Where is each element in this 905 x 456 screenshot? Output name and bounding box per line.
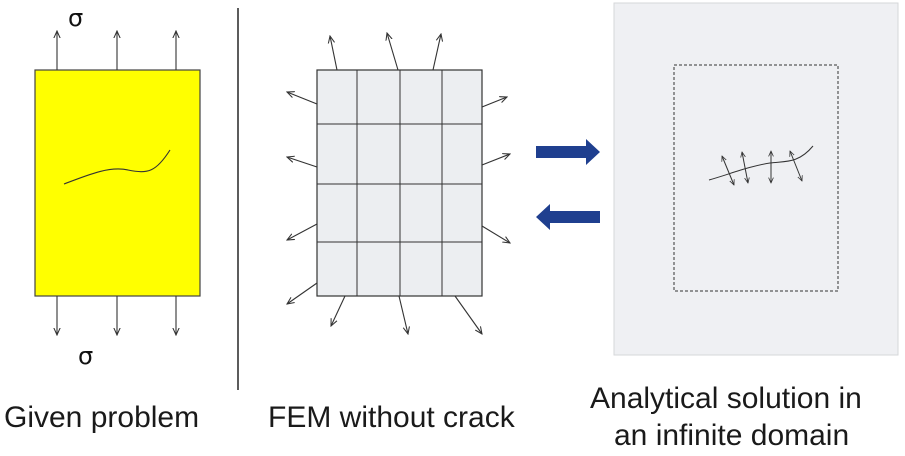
traction-arrow-icon xyxy=(722,156,734,185)
top-stress-symbol: σ xyxy=(68,4,84,32)
traction-arrow-icon xyxy=(432,34,441,71)
crack-face-tractions xyxy=(722,151,802,185)
bottom-load-arrows xyxy=(57,296,176,335)
traction-arrow-icon xyxy=(387,33,399,71)
traction-arrow-icon xyxy=(481,225,510,243)
analytical-caption-line2: an infinite domain xyxy=(614,419,850,452)
traction-arrow-icon xyxy=(287,223,318,240)
crack-line xyxy=(63,149,171,185)
analytical-panel xyxy=(613,2,899,356)
traction-arrow-icon xyxy=(287,92,318,105)
traction-arrow-icon xyxy=(481,97,507,108)
traction-arrow-icon xyxy=(287,282,318,304)
analytical-caption-line1: Analytical solution in xyxy=(590,382,862,415)
traction-arrow-icon xyxy=(331,295,346,326)
infinite-domain-background xyxy=(613,2,899,356)
traction-arrow-icon xyxy=(330,36,338,71)
traction-arrow-icon xyxy=(454,295,482,334)
top-load-arrows xyxy=(57,31,176,70)
traction-arrow-icon xyxy=(481,154,510,166)
traction-arrow-icon xyxy=(790,151,802,181)
bottom-stress-symbol: σ xyxy=(78,342,94,370)
exchange-arrows xyxy=(536,139,600,230)
traction-arrow-icon xyxy=(287,157,318,168)
given-problem-caption: Given problem xyxy=(4,401,200,434)
fem-caption: FEM without crack xyxy=(268,401,515,434)
traction-arrow-icon xyxy=(398,295,408,334)
given-problem-panel xyxy=(34,31,201,335)
exchange-arrow-right-icon xyxy=(536,139,600,165)
fem-mesh-grid xyxy=(317,70,482,296)
exchange-arrow-left-icon xyxy=(536,204,600,230)
yellow-plate xyxy=(34,69,201,297)
fem-panel xyxy=(287,33,510,334)
fem-domain-outline xyxy=(673,64,839,292)
fem-boundary-tractions xyxy=(287,33,510,334)
traction-arrow-icon xyxy=(742,152,748,183)
